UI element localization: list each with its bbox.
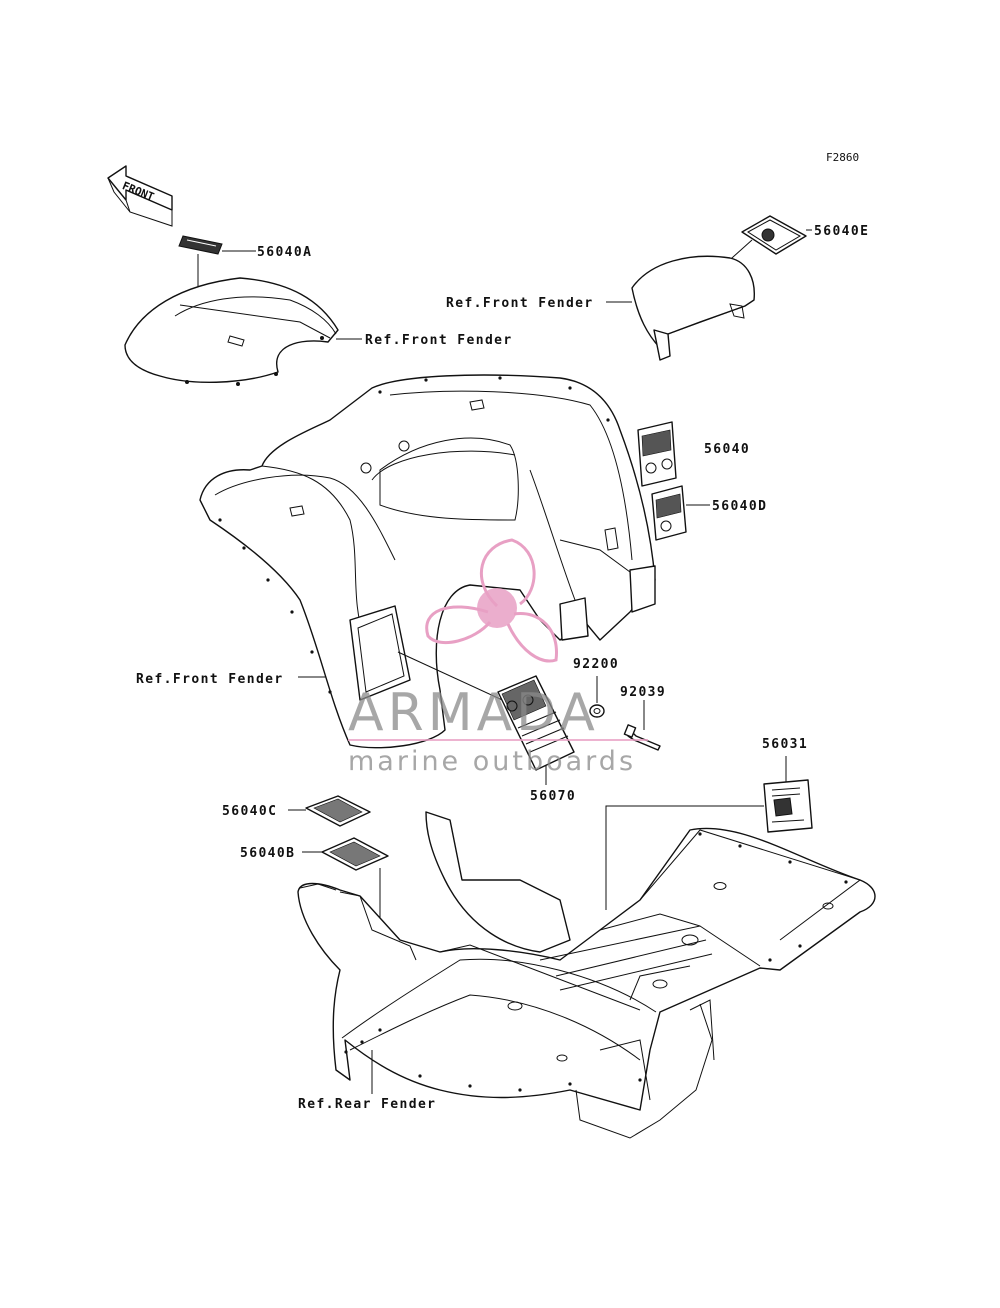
callout-92039: 92039 (620, 685, 666, 700)
diagram-code: F2860 (826, 151, 859, 164)
propeller-logo-icon (425, 538, 558, 663)
callout-56040A: 56040A (257, 245, 312, 260)
label-56040C (305, 795, 371, 827)
front-arrow-icon: FRONT (107, 165, 173, 227)
front-fender-body (199, 374, 656, 749)
rear-fender-body (297, 811, 876, 1139)
front-fender-cap-left (124, 277, 339, 386)
callout-56070: 56070 (530, 789, 576, 804)
panel-56070 (497, 675, 575, 771)
ref-rear-fender: Ref.Rear Fender (298, 1097, 436, 1112)
ref-front-fender-top-left: Ref.Front Fender (365, 333, 513, 348)
washer-92200 (589, 704, 605, 718)
label-56040D (651, 485, 687, 541)
label-56040E (741, 215, 807, 255)
callout-56040D: 56040D (712, 499, 767, 514)
armada-watermark: ARMADA marine outboards (348, 538, 648, 777)
label-56040B (321, 837, 389, 871)
ref-front-fender-left: Ref.Front Fender (136, 672, 284, 687)
watermark-tagline: marine outboards (348, 746, 636, 777)
label-56040 (637, 421, 677, 487)
label-56031 (763, 779, 813, 833)
callout-56031: 56031 (762, 737, 808, 752)
label-56040A (178, 235, 223, 255)
callout-92200: 92200 (573, 657, 619, 672)
callout-56040C: 56040C (222, 804, 277, 819)
front-fender-cover-right (631, 255, 755, 361)
callout-56040B: 56040B (240, 846, 295, 861)
ref-front-fender-top-right: Ref.Front Fender (446, 296, 594, 311)
callout-56040: 56040 (704, 442, 750, 457)
watermark-brand: ARMADA (348, 683, 599, 743)
callout-56040E: 56040E (814, 224, 869, 239)
